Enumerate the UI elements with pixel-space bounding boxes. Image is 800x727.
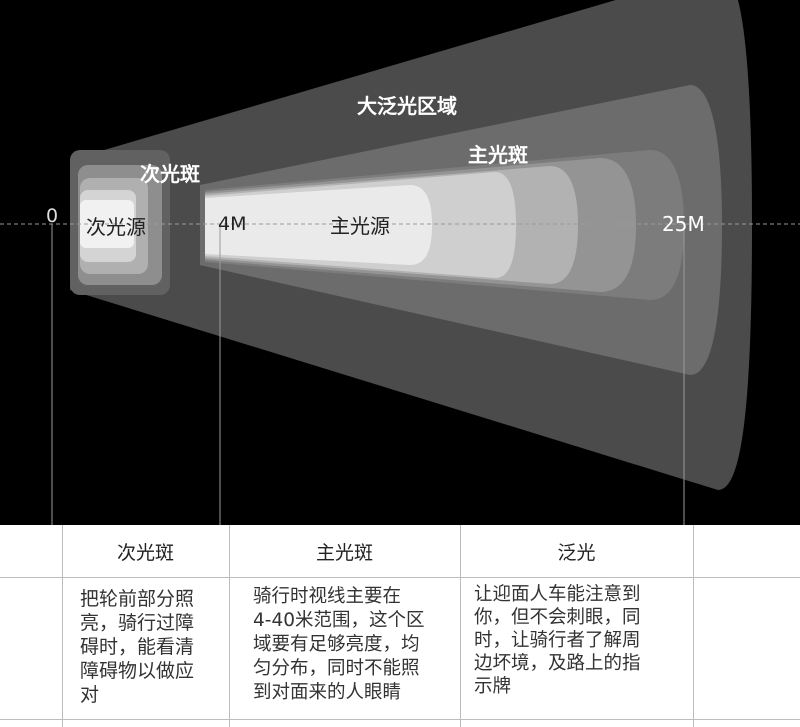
description-line: 亮，骑行过障 <box>80 612 195 634</box>
distance-zero-label: 0 <box>46 205 59 227</box>
description-line: 边坏境，及路上的指 <box>474 653 641 674</box>
description-line: 碍时，能看清 <box>80 636 195 658</box>
beam-graphic <box>0 0 800 525</box>
description-line: 匀分布，同时不能照 <box>253 658 420 679</box>
secondary-spot-label: 次光斑 <box>140 162 200 186</box>
description-line: 示牌 <box>474 676 512 697</box>
description-line: 4-40米范围，这个区 <box>253 610 425 631</box>
header-flood: 泛光 <box>557 541 596 564</box>
description-secondary-spot: 把轮前部分照 亮，骑行过障 碍时，能看清 障碍物以做应 对 <box>80 587 225 707</box>
main-spot-label: 主光斑 <box>468 143 528 167</box>
description-line: 域要有足够亮度，均 <box>253 634 420 655</box>
description-line: 障碍物以做应 <box>80 660 195 682</box>
description-line: 你，但不会刺眼，同 <box>474 607 641 628</box>
column-divider-2 <box>229 525 230 727</box>
header-main-spot: 主光斑 <box>315 541 373 564</box>
description-flood: 让迎面人车能注意到 你，但不会刺眼，同 时，让骑行者了解周 边坏境，及路上的指 … <box>474 583 689 698</box>
light-beam-diagram: 0 次光斑 次光源 4M 主光源 大泛光区域 主光斑 25M <box>0 0 800 525</box>
description-line: 把轮前部分照 <box>80 588 195 610</box>
column-divider-1 <box>62 525 63 727</box>
description-line: 时，让骑行者了解周 <box>474 630 641 651</box>
description-line: 骑行时视线主要在 <box>253 586 402 607</box>
main-beam-band-5 <box>205 185 432 265</box>
description-line: 让迎面人车能注意到 <box>474 584 641 605</box>
description-line: 到对面来的人眼睛 <box>253 682 402 703</box>
main-source-label: 主光源 <box>330 214 390 238</box>
column-divider-4 <box>693 525 694 727</box>
distance-4m-label: 4M <box>218 213 247 235</box>
column-divider-3 <box>460 525 461 727</box>
distance-25m-label: 25M <box>662 212 705 236</box>
table-bottom-border <box>0 719 800 720</box>
header-secondary-spot: 次光斑 <box>116 541 174 564</box>
header-divider <box>0 577 800 578</box>
description-main-spot: 骑行时视线主要在 4-40米范围，这个区 域要有足够亮度，均 匀分布，同时不能照… <box>253 585 458 705</box>
secondary-source-label: 次光源 <box>86 215 146 239</box>
flood-area-label: 大泛光区域 <box>357 94 457 118</box>
spot-description-table: 次光斑 主光斑 泛光 把轮前部分照 亮，骑行过障 碍时，能看清 障碍物以做应 对… <box>0 525 800 727</box>
description-line: 对 <box>80 684 100 706</box>
